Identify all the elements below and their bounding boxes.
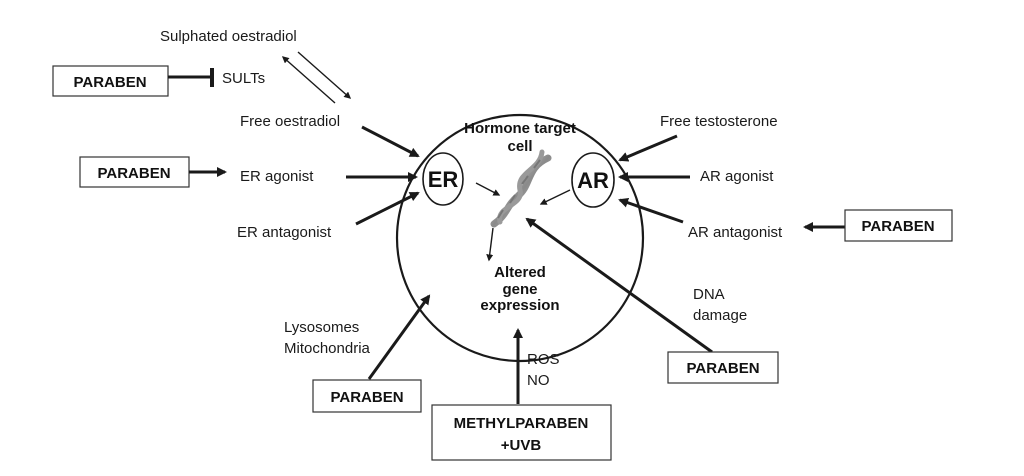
box-paraben-dna <box>667 351 779 384</box>
label-ros: ROS <box>527 351 560 368</box>
cell-title-line2: cell <box>507 138 532 155</box>
box-paraben-er-text: PARABEN <box>97 165 170 182</box>
label-free-oestradiol: Free oestradiol <box>240 113 340 130</box>
label-no: NO <box>527 372 550 389</box>
box-paraben-ar-text: PARABEN <box>861 218 934 235</box>
outcome-line1: Altered <box>494 264 546 281</box>
outcome-line2: gene <box>502 281 537 298</box>
box-methylparaben-line2: +UVB <box>501 437 542 454</box>
label-sulphated-oestradiol: Sulphated oestradiol <box>160 28 297 45</box>
box-paraben-ar <box>844 209 953 242</box>
arrow-free-to-sulphated <box>281 56 336 104</box>
er-receptor: ER <box>422 152 464 206</box>
box-methylparaben-line1: METHYLPARABEN <box>454 415 589 432</box>
label-ar-agonist: AR agonist <box>700 168 774 185</box>
arrow-paraben-to-dna <box>525 217 713 354</box>
arrow-paraben-to-lysosomes <box>367 294 431 380</box>
label-dna-damage-line2: damage <box>693 307 747 324</box>
arrow-sulphated-to-free <box>297 51 352 99</box>
box-paraben-lyso-text: PARABEN <box>330 389 403 406</box>
box-paraben-dna-text: PARABEN <box>686 360 759 377</box>
label-sults: SULTs <box>222 70 265 87</box>
arrow-ar-antagonist-to-ar <box>618 197 684 224</box>
box-paraben-lyso <box>312 379 422 413</box>
label-er-antagonist: ER antagonist <box>237 224 332 241</box>
cell-title-line1: Hormone target <box>464 120 576 137</box>
arrow-free-oestradiol-to-er <box>361 125 420 158</box>
box-paraben-er <box>79 156 190 188</box>
box-paraben-sults <box>52 65 169 97</box>
ar-receptor-label: AR <box>577 168 609 193</box>
box-methylparaben <box>431 404 612 461</box>
outcome-line3: expression <box>480 297 559 314</box>
label-ar-antagonist: AR antagonist <box>688 224 783 241</box>
box-paraben-sults-text: PARABEN <box>73 74 146 91</box>
label-lysosomes: Lysosomes <box>284 319 359 336</box>
ar-receptor: AR <box>571 152 615 208</box>
label-dna-damage-line1: DNA <box>693 286 725 303</box>
dna-to-expression-arrow <box>486 227 494 262</box>
arrow-free-testosterone-to-ar <box>618 134 678 162</box>
label-free-testosterone: Free testosterone <box>660 113 778 130</box>
dna-helix-icon <box>490 149 552 228</box>
er-receptor-label: ER <box>428 167 459 192</box>
er-to-dna-arrow <box>475 182 501 196</box>
arrow-er-antagonist-to-er <box>355 191 420 226</box>
label-er-agonist: ER agonist <box>240 168 314 185</box>
label-mitochondria: Mitochondria <box>284 340 371 357</box>
ar-to-dna-arrow <box>539 189 571 205</box>
